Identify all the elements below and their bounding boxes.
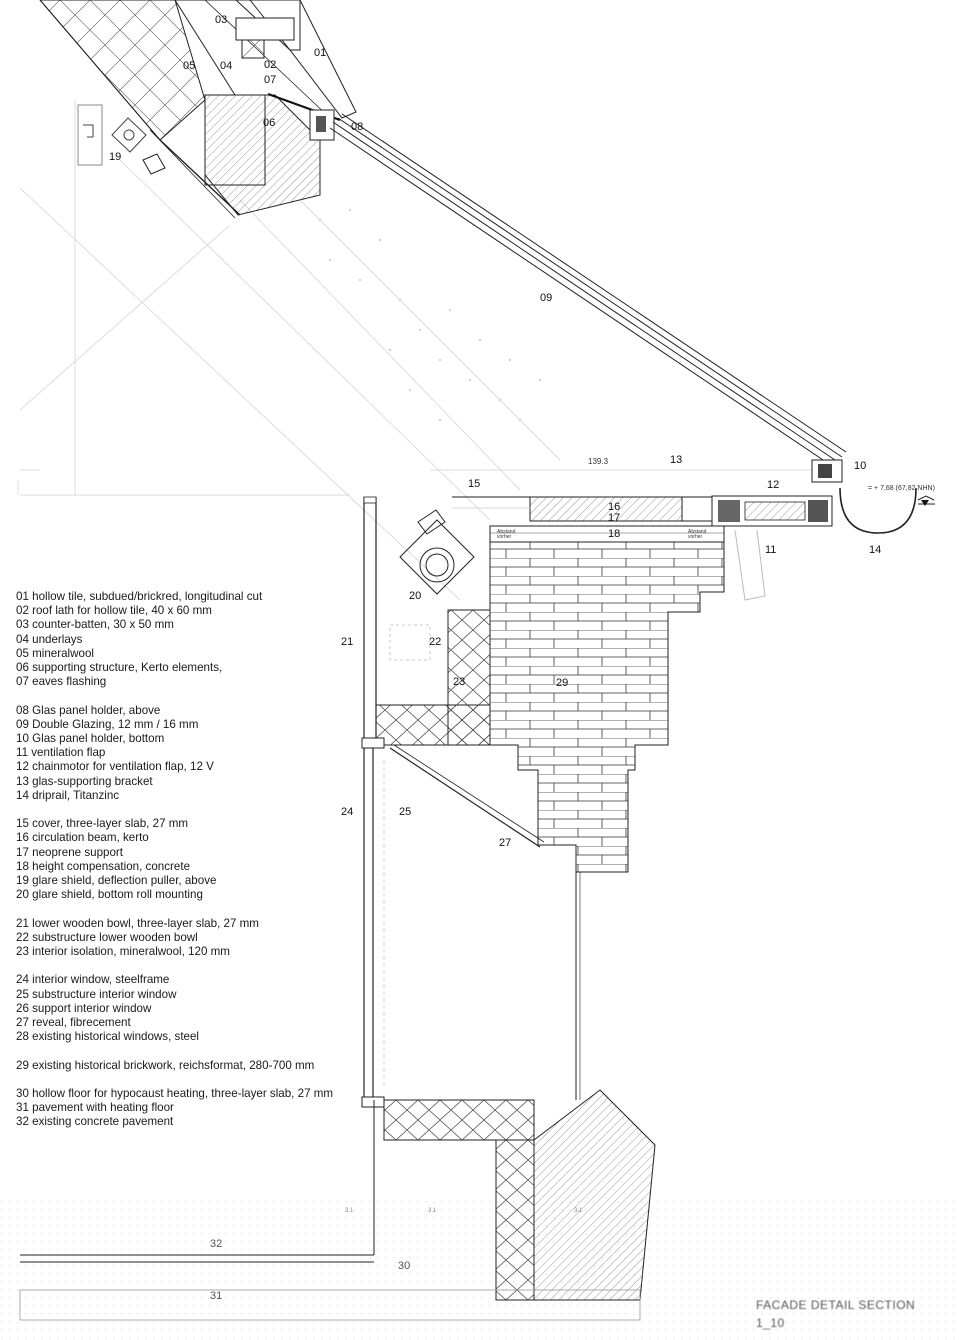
legend-item: 31 pavement with heating floor bbox=[16, 1101, 174, 1115]
dot-field bbox=[318, 208, 542, 422]
callout-18: 18 bbox=[608, 528, 620, 540]
callout-32: 32 bbox=[210, 1238, 222, 1250]
interior-window bbox=[361, 737, 581, 1108]
spacer-right-2: vorher bbox=[688, 534, 703, 540]
construction-lines bbox=[17, 100, 820, 601]
callout-24: 24 bbox=[341, 806, 353, 818]
drawing-scale: 1_10 bbox=[756, 1316, 785, 1330]
interior-wall bbox=[363, 496, 491, 746]
double-glazing bbox=[329, 113, 847, 469]
glare-shield-top bbox=[77, 104, 166, 175]
legend-group: 21 lower wooden bowl, three-layer slab, … bbox=[16, 917, 346, 960]
legend-item: 09 Double Glazing, 12 mm / 16 mm bbox=[16, 717, 199, 731]
legend-item: 22 substructure lower wooden bowl bbox=[16, 930, 198, 944]
callout-29: 29 bbox=[556, 677, 568, 689]
drawing-title: FACADE DETAIL SECTION bbox=[756, 1298, 916, 1312]
legend-item: 29 existing historical brickwork, reichs… bbox=[16, 1058, 315, 1072]
annotations: 139.3 = + 7,68 (67,82 NHN) Abstand vorhe… bbox=[345, 457, 935, 1214]
callout-30: 30 bbox=[398, 1260, 410, 1272]
legend-item: 28 existing historical windows, steel bbox=[16, 1030, 200, 1044]
legend-item: 16 circulation beam, kerto bbox=[16, 831, 149, 845]
dim-a: 3.1 bbox=[345, 1208, 354, 1214]
legend-item: 01 hollow tile, subdued/brickred, longit… bbox=[16, 590, 263, 603]
glass-holder-bottom bbox=[811, 459, 935, 534]
callout-08: 08 bbox=[351, 121, 363, 133]
callout-05: 05 bbox=[183, 60, 195, 72]
legend-item: 23 interior isolation, mineralwool, 120 … bbox=[16, 945, 230, 959]
legend-item: 14 driprail, Titanzinc bbox=[16, 788, 120, 802]
callout-13: 13 bbox=[670, 454, 682, 466]
legend-item: 08 Glas panel holder, above bbox=[16, 703, 161, 717]
eaves-beams bbox=[452, 496, 725, 543]
glare-shield-bottom bbox=[399, 509, 475, 595]
callout-21: 21 bbox=[341, 636, 353, 648]
legend-item: 25 substructure interior window bbox=[16, 987, 177, 1001]
legend-item: 04 underlays bbox=[16, 632, 83, 646]
callout-09: 09 bbox=[540, 292, 552, 304]
legend-item: 19 glare shield, deflection puller, abov… bbox=[16, 874, 217, 888]
callout-14: 14 bbox=[869, 544, 881, 556]
callout-04: 04 bbox=[220, 60, 232, 72]
ventilation-flap bbox=[711, 495, 833, 601]
legend-item: 32 existing concrete pavement bbox=[16, 1115, 174, 1129]
legend-item: 21 lower wooden bowl, three-layer slab, … bbox=[16, 916, 259, 930]
callout-15: 15 bbox=[468, 478, 480, 490]
dim-c: 3.1 bbox=[574, 1208, 583, 1214]
floor-buildup bbox=[0, 1089, 960, 1340]
legend-item: 18 height compensation, concrete bbox=[16, 859, 191, 873]
callout-20: 20 bbox=[409, 590, 421, 602]
legend-item: 26 support interior window bbox=[16, 1001, 152, 1015]
legend-item: 05 mineralwool bbox=[16, 646, 94, 660]
legend-group: 29 existing historical brickwork, reichs… bbox=[16, 1059, 346, 1073]
callout-12: 12 bbox=[767, 479, 779, 491]
callout-17: 17 bbox=[608, 512, 620, 524]
title-block: FACADE DETAIL SECTION 1_10 bbox=[756, 1298, 915, 1330]
callout-23: 23 bbox=[453, 676, 465, 688]
legend-item: 10 Glas panel holder, bottom bbox=[16, 732, 165, 746]
legend-item: 07 eaves flashing bbox=[16, 675, 107, 689]
legend-item: 20 glare shield, bottom roll mounting bbox=[16, 888, 203, 902]
callout-27: 27 bbox=[499, 837, 511, 849]
callout-16: 16 bbox=[608, 501, 620, 513]
callout-06: 06 bbox=[263, 117, 275, 129]
historical-brickwork bbox=[489, 541, 725, 873]
spacer-left-2: vorher bbox=[497, 534, 512, 540]
callout-10: 10 bbox=[854, 460, 866, 472]
callout-19: 19 bbox=[109, 151, 121, 163]
legend-item: 13 glas-supporting bracket bbox=[16, 774, 153, 788]
dim-b: 3.1 bbox=[428, 1208, 437, 1214]
legend-item: 03 counter-batten, 30 x 50 mm bbox=[16, 618, 174, 632]
callout-22: 22 bbox=[429, 636, 441, 648]
callout-25: 25 bbox=[399, 806, 411, 818]
dimension-label: 139.3 bbox=[588, 457, 609, 466]
callout-31: 31 bbox=[210, 1290, 222, 1302]
callout-03: 03 bbox=[215, 14, 227, 26]
callout-numbers: 01 02 03 04 05 06 07 08 09 10 11 12 13 1… bbox=[109, 14, 881, 1302]
legend-item: 02 roof lath for hollow tile, 40 x 60 mm bbox=[16, 604, 212, 618]
legend-item: 24 interior window, steelframe bbox=[16, 973, 170, 987]
callout-07: 07 bbox=[264, 74, 276, 86]
legend-item: 11 ventilation flap bbox=[16, 746, 106, 760]
legend-item: 27 reveal, fibrecement bbox=[16, 1016, 131, 1030]
legend-item: 12 chainmotor for ventilation flap, 12 V bbox=[16, 760, 214, 774]
spacer-left-1: Abstand bbox=[497, 529, 516, 535]
spacer-right-1: Abstand bbox=[688, 529, 707, 535]
callout-02: 02 bbox=[264, 59, 276, 71]
legend-item: 30 hollow floor for hypocaust heating, t… bbox=[16, 1087, 334, 1101]
legend-item: 06 supporting structure, Kerto elements, bbox=[16, 661, 223, 675]
legend: 01 hollow tile, subdued/brickred, longit… bbox=[16, 590, 346, 1144]
legend-item: 17 neoprene support bbox=[16, 845, 124, 859]
roof-buildup bbox=[39, 0, 357, 219]
legend-group: 01 hollow tile, subdued/brickred, longit… bbox=[16, 590, 346, 689]
legend-item: 15 cover, three-layer slab, 27 mm bbox=[16, 817, 189, 831]
level-label: = + 7,68 (67,82 NHN) bbox=[868, 485, 935, 492]
legend-group: 30 hollow floor for hypocaust heating, t… bbox=[16, 1087, 346, 1130]
callout-01: 01 bbox=[314, 47, 326, 59]
callout-11: 11 bbox=[765, 544, 776, 556]
